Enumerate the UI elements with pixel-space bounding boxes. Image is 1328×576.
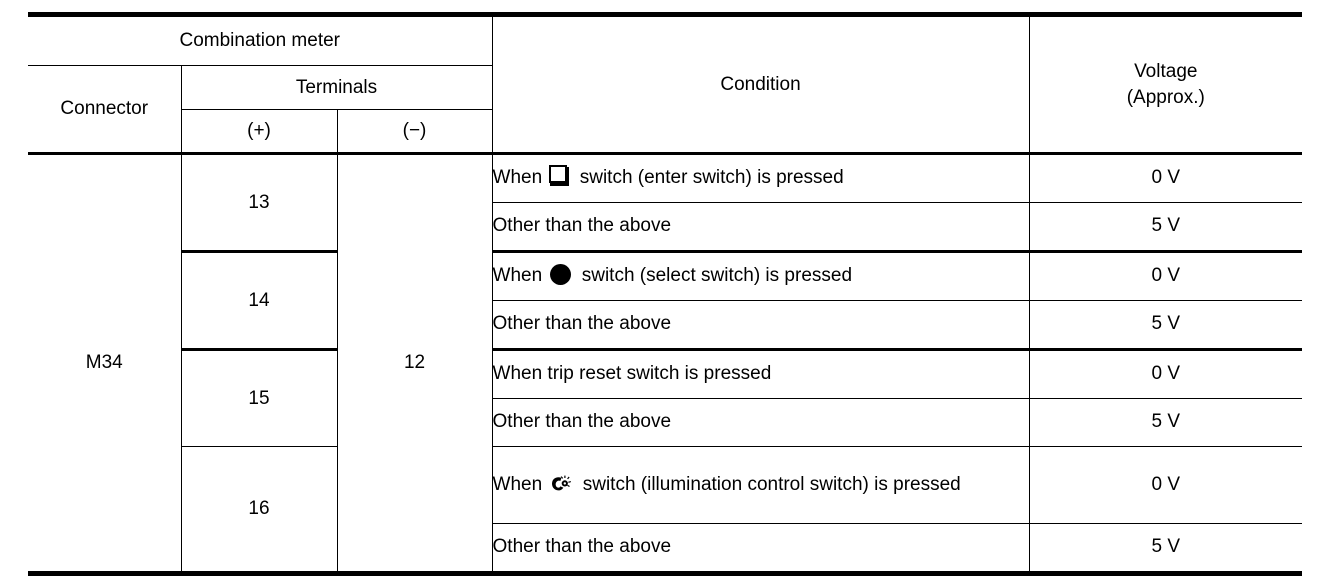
header-voltage: Voltage (Approx.) [1028, 14, 1303, 155]
header-terminal-positive: (+) [181, 109, 338, 155]
header-voltage-label: Voltage [1134, 60, 1198, 82]
terminal-voltage-table: Combination meter Condition Voltage (App… [28, 12, 1303, 576]
cell-condition: When switch (select switch) is pressed [491, 251, 1030, 301]
cell-terminal-negative-value: 12 [336, 153, 493, 574]
cell-condition: Other than the above [492, 398, 1030, 447]
cell-voltage: 5 V [1028, 300, 1303, 351]
header-terminals: Terminals [180, 65, 493, 110]
condition-prefix: When [492, 473, 543, 495]
cell-voltage: 5 V [1028, 398, 1303, 447]
header-terminal-negative: (−) [336, 109, 493, 155]
table-row: Other than the above 5 V [28, 202, 1303, 253]
table-header-row-terminals: Connector Terminals [28, 65, 1302, 155]
select-switch-icon [550, 264, 572, 286]
cell-connector-value: M34 [28, 153, 182, 574]
table-row: 16 When switch (illumination cont [28, 446, 1303, 574]
header-combination-meter: Combination meter [28, 14, 493, 66]
table-header-row-signs: (+) (−) [28, 109, 1302, 155]
spec-table-sheet: Combination meter Condition Voltage (App… [28, 12, 1303, 576]
cell-condition: Other than the above [492, 202, 1030, 253]
condition-suffix: switch (illumination control switch) is … [582, 473, 961, 495]
cell-voltage: 5 V [1028, 202, 1303, 253]
cell-terminal-15: 15 [181, 349, 338, 447]
cell-terminal-16: 16 [181, 446, 338, 574]
cell-condition: Other than the above [492, 523, 1030, 574]
cell-voltage: 0 V [1028, 446, 1303, 524]
header-voltage-approx: (Approx.) [1126, 86, 1205, 108]
cell-terminal-14: 14 [181, 251, 338, 351]
header-connector: Connector [28, 65, 182, 155]
cell-voltage: 5 V [1028, 523, 1303, 574]
cell-condition: When trip reset switch is pressed [491, 349, 1030, 399]
table-header-row-group: Combination meter Condition Voltage (App… [28, 14, 1303, 155]
condition-prefix: When [492, 167, 543, 189]
cell-voltage: 0 V [1028, 349, 1303, 399]
table-row: Other than the above 5 V [28, 398, 1303, 447]
table-row: Other than the above 5 V [28, 300, 1303, 351]
cell-condition: When switch (illumination control switch… [491, 446, 1030, 524]
cell-condition: When switch (enter switch) is pressed [491, 153, 1030, 203]
header-voltage-text: Voltage (Approx.) [1030, 59, 1303, 110]
condition-suffix: switch (select switch) is pressed [581, 265, 853, 287]
cell-condition: Other than the above [492, 300, 1030, 351]
condition-prefix: When [492, 265, 543, 287]
table-row: M34 13 12 When switch (enter switch) is … [28, 153, 1303, 574]
cell-terminal-13: 13 [180, 153, 338, 253]
cell-voltage: 0 V [1028, 251, 1303, 301]
enter-switch-icon [549, 165, 570, 187]
condition-suffix: switch (enter switch) is pressed [579, 167, 844, 189]
table-row: 15 When trip reset switch is pressed 0 V [28, 349, 1303, 447]
illumination-control-switch-icon [550, 474, 572, 494]
header-condition: Condition [491, 14, 1030, 155]
cell-voltage: 0 V [1028, 153, 1303, 203]
table-row: 14 When switch (select switch) is presse… [28, 251, 1303, 351]
